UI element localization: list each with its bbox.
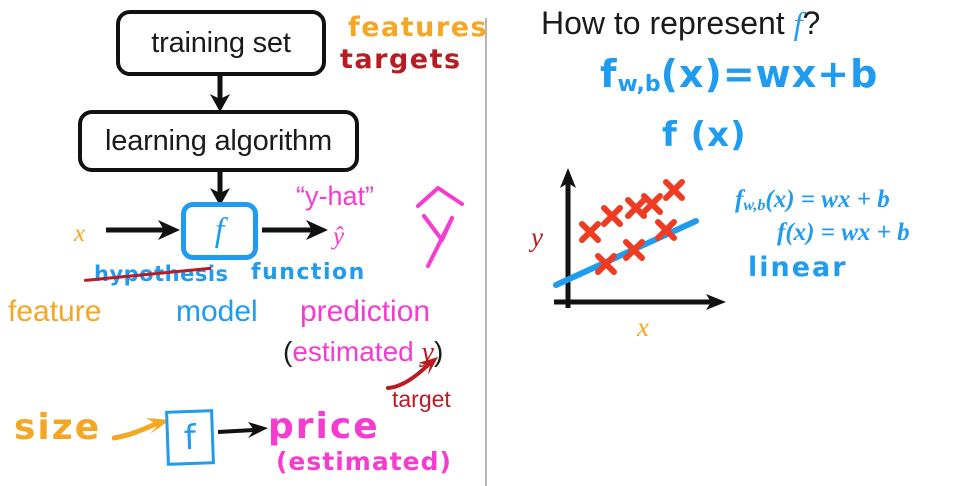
arrow-training-to-learning-icon xyxy=(210,74,230,112)
equation-main-body: (x)=wx+b xyxy=(660,52,879,96)
legend-equation-1: fw,b(x) = wx + b xyxy=(735,186,890,215)
estimated-y-group: (estimated y) xyxy=(283,336,443,369)
model-f-box: f xyxy=(181,202,258,260)
legend-linear-label: linear xyxy=(748,252,848,283)
heading-f-symbol: f xyxy=(793,5,803,41)
scatter-plot xyxy=(553,168,726,310)
legend-equation-2: f(x) = wx + b xyxy=(777,219,910,247)
y-axis-label: y xyxy=(531,222,543,252)
data-point xyxy=(655,219,677,241)
estimated-open-paren: ( xyxy=(283,336,293,367)
example-f-box: f xyxy=(165,409,215,466)
price-estimated-label: (estimated) xyxy=(276,447,452,476)
data-point xyxy=(601,205,623,227)
equation-main-f: f xyxy=(600,52,618,96)
data-point xyxy=(641,193,663,215)
equation-main-subscript: w,b xyxy=(617,72,661,97)
yhat-quote-annotation: “y-hat” xyxy=(296,181,375,211)
training-set-box: training set xyxy=(116,10,326,76)
training-set-label: training set xyxy=(151,26,291,59)
estimated-close-paren: ) xyxy=(433,336,444,367)
heading-prefix: How to represent xyxy=(541,5,794,41)
target-arrow-icon xyxy=(386,357,438,390)
arrow-x-to-model-icon xyxy=(106,220,180,240)
model-label: model xyxy=(176,295,258,328)
arrow-size-to-f-icon xyxy=(112,418,170,441)
size-label: size xyxy=(14,407,102,448)
learning-algorithm-label: learning algorithm xyxy=(105,124,332,157)
function-annotation: function xyxy=(251,260,366,285)
price-label: price xyxy=(268,406,380,447)
learning-algorithm-box: learning algorithm xyxy=(78,110,359,172)
arrow-f-to-price-icon xyxy=(218,422,268,438)
estimated-word: estimated xyxy=(292,336,422,367)
data-point xyxy=(595,253,617,275)
heading-suffix: ? xyxy=(802,5,821,41)
prediction-yhat-symbol: ŷ xyxy=(333,223,345,250)
example-f-label: f xyxy=(183,417,197,458)
yhat-handdrawn-icon xyxy=(416,186,464,268)
features-annotation: features xyxy=(348,12,489,43)
data-markers xyxy=(579,179,685,275)
targets-annotation: targets xyxy=(340,44,462,75)
data-point xyxy=(579,221,601,243)
target-label: target xyxy=(392,386,451,412)
legend-eq2-text: f(x) = wx + b xyxy=(777,219,910,246)
equation-main: fw,b(x)=wx+b xyxy=(600,52,878,97)
arrow-model-to-prediction-icon xyxy=(262,220,328,240)
legend-eq1-sub: w,b xyxy=(743,197,766,214)
right-panel-heading: How to represent f? xyxy=(541,5,820,42)
feature-label: feature xyxy=(8,295,102,328)
legend-eq1-f: f xyxy=(735,186,744,213)
x-axis-label: x xyxy=(637,312,649,342)
equation-short: f (x) xyxy=(662,115,747,155)
prediction-label: prediction xyxy=(300,295,431,328)
panel-divider xyxy=(485,18,487,486)
model-f-label: f xyxy=(214,212,225,249)
data-point xyxy=(623,239,645,261)
legend-eq1-rest: (x) = wx + b xyxy=(765,186,890,213)
input-x-label: x xyxy=(74,220,86,247)
data-point xyxy=(663,179,685,201)
arrow-learning-to-model-icon xyxy=(210,170,230,206)
